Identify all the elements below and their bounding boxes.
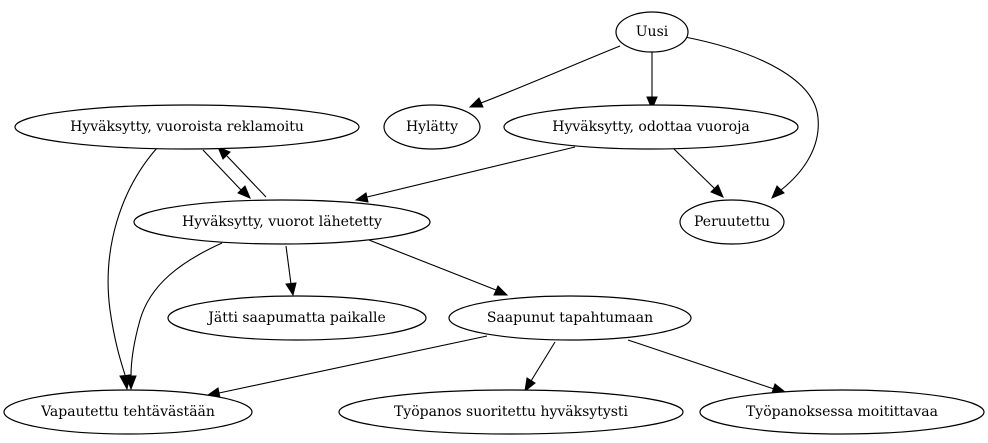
edge-head-lahetetty-vapautettu (125, 375, 137, 391)
edge-head-reklamoitu-lahetetty (237, 185, 251, 199)
node-label-hylatty: Hylätty (406, 119, 458, 135)
node-lahetetty: Hyväksytty, vuorot lähetetty (133, 199, 431, 245)
node-reklamoitu: Hyväksytty, vuoroista reklamoitu (14, 104, 360, 150)
node-label-vapautettu: Vapautettu tehtävästään (40, 404, 215, 420)
edge-odottaa-peruutettu (673, 148, 716, 190)
edge-head-uusi-odottaa (646, 96, 658, 111)
edge-head-odottaa-lahetetty (354, 192, 369, 203)
edge-head-uusi-peruutettu (771, 185, 785, 199)
edge-head-saapunut-suoritettu (524, 377, 536, 393)
node-odottaa: Hyväksytty, odottaa vuoroja (503, 104, 799, 150)
edge-lahetetty-jatti (285, 245, 292, 285)
node-label-jatti: Jätti saapumatta paikalle (206, 310, 386, 326)
node-label-saapunut: Saapunut tapahtumaan (487, 310, 653, 326)
edge-uusi-peruutettu (684, 36, 819, 191)
node-moitittavaa: Työpanoksessa moitittavaa (699, 389, 985, 435)
node-label-lahetetty: Hyväksytty, vuorot lähetetty (182, 214, 382, 230)
node-label-moitittavaa: Työpanoksessa moitittavaa (746, 404, 938, 420)
edge-head-lahetetty-saapunut (493, 285, 509, 296)
edge-saapunut-moitittavaa (627, 339, 775, 390)
node-label-odottaa: Hyväksytty, odottaa vuoroja (552, 119, 750, 135)
edge-lahetetty-reklamoitu (226, 155, 267, 198)
edge-lahetetty-vapautettu (130, 242, 223, 377)
node-label-reklamoitu: Hyväksytty, vuoroista reklamoitu (70, 119, 304, 135)
node-label-peruutettu: Peruutettu (694, 214, 770, 230)
edge-reklamoitu-lahetetty (202, 149, 242, 191)
nodes: Uusi Hylätty Hyväksytty, odottaa vuoroja… (3, 11, 985, 435)
edge-odottaa-lahetetty (366, 146, 576, 198)
node-uusi: Uusi (615, 11, 689, 53)
edge-saapunut-suoritettu (530, 341, 556, 382)
node-vapautettu: Vapautettu tehtävästään (3, 389, 253, 435)
edge-head-odottaa-peruutettu (710, 184, 724, 198)
edge-lahetetty-saapunut (368, 239, 497, 291)
edge-reklamoitu-vapautettu (107, 147, 158, 376)
node-hylatty: Hylätty (383, 104, 481, 150)
node-suoritettu: Työpanos suoritettu hyväksytysti (338, 389, 684, 435)
edge-head-lahetetty-reklamoitu (217, 146, 231, 160)
edge-uusi-hylatty (480, 45, 621, 104)
node-saapunut: Saapunut tapahtumaan (448, 295, 692, 341)
edge-head-lahetetty-jatti (285, 282, 297, 297)
edges (107, 36, 819, 399)
node-jatti: Jätti saapumatta paikalle (167, 295, 427, 341)
edge-saapunut-vapautettu (218, 335, 488, 394)
node-peruutettu: Peruutettu (679, 199, 785, 245)
node-label-uusi: Uusi (636, 24, 669, 40)
node-label-suoritettu: Työpanos suoritettu hyväksytysti (394, 404, 629, 420)
edge-head-uusi-hylatty (468, 97, 484, 108)
